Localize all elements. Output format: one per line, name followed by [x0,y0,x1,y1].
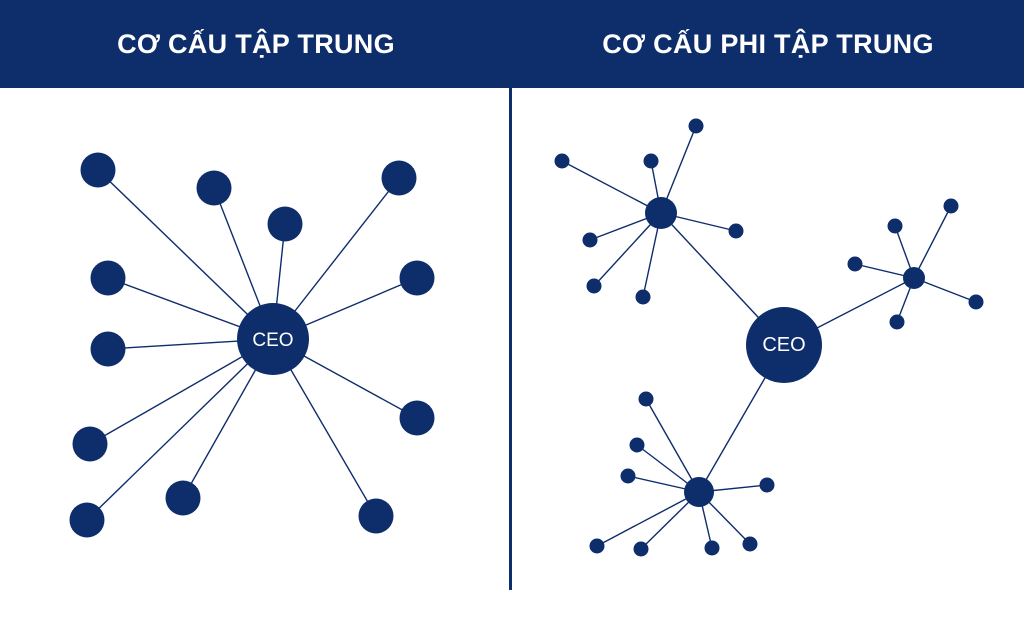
decentralized-node [633,541,649,557]
centralized-node [90,260,126,296]
centralized-node [165,480,201,516]
centralized-edge [86,338,274,521]
decentralized-edge [561,160,662,214]
centralized-node [399,400,435,436]
decentralized-edge [913,205,952,279]
decentralized-node [582,232,598,248]
decentralized-node [635,289,651,305]
centralized-node [399,260,435,296]
decentralized-node [759,477,775,493]
decentralized-node [688,118,704,134]
left-ceo-label: CEO [252,330,293,351]
centralized-ceo-node [237,303,309,375]
centralized-node [381,160,417,196]
decentralized-node [643,153,659,169]
panel-divider [509,88,512,590]
decentralized-node [943,198,959,214]
centralized-edge [97,169,274,340]
decentralized-ceo-node [746,307,822,383]
decentralized-node [847,256,863,272]
decentralized-node [742,536,758,552]
decentralized-edge [593,212,662,287]
decentralized-node [728,223,744,239]
centralized-title: CƠ CẤU TẬP TRUNG [117,28,395,59]
decentralized-node [704,540,720,556]
decentralized-sub-hub [684,477,714,507]
decentralized-sub-hub [903,267,925,289]
decentralized-node [554,153,570,169]
decentralized-edge [596,491,700,547]
decentralized-node [889,314,905,330]
decentralized-node [589,538,605,554]
centralized-node [196,170,232,206]
centralized-node [358,498,394,534]
decentralized-edge [645,398,700,493]
decentralized-title: CƠ CẤU PHI TẬP TRUNG [602,28,934,59]
decentralized-sub-hub [645,197,677,229]
decentralized-node [586,278,602,294]
centralized-node [72,426,108,462]
right-ceo-label: CEO [762,334,805,356]
decentralized-edge [913,277,977,303]
decentralized-node [968,294,984,310]
centralized-node [69,502,105,538]
decentralized-node [887,218,903,234]
decentralized-node [620,468,636,484]
header-bar: CƠ CẤU TẬP TRUNG CƠ CẤU PHI TẬP TRUNG [0,0,1024,88]
centralized-node [267,206,303,242]
decentralized-node [629,437,645,453]
decentralized-node [638,391,654,407]
centralized-node [90,331,126,367]
centralized-node [80,152,116,188]
